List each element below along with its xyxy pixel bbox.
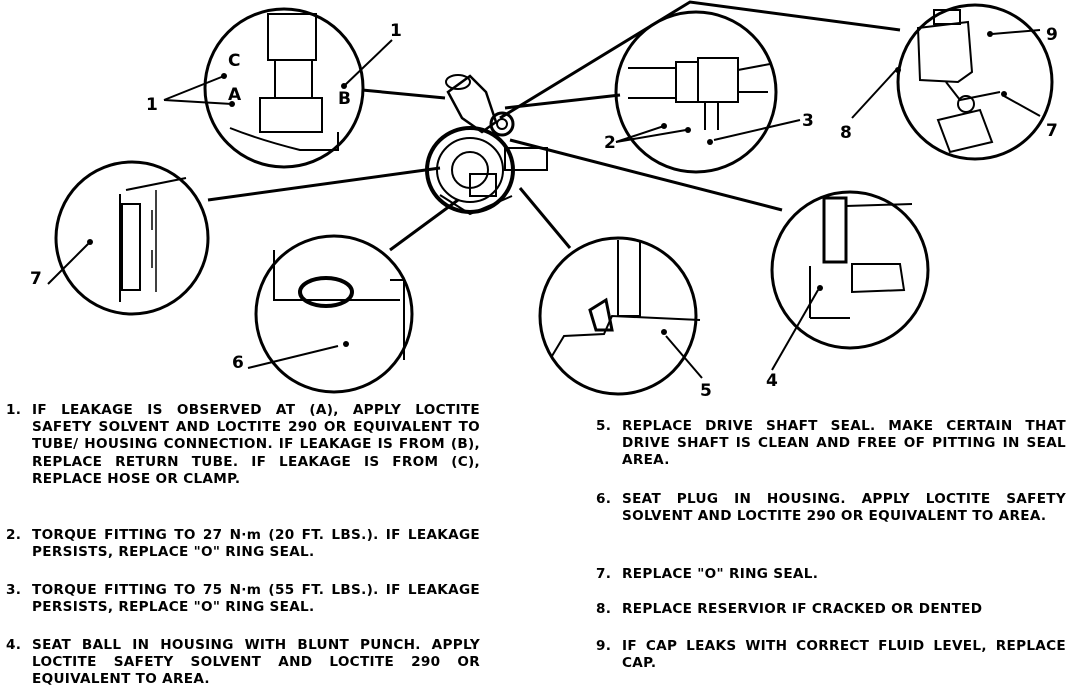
detail-circle-2-3 <box>614 10 778 174</box>
pump-body-illustration <box>425 74 548 216</box>
note-8-number: 8. <box>596 601 612 617</box>
callout-1-secondary: 1 <box>146 95 158 115</box>
callout-8: 8 <box>840 123 852 143</box>
callout-2: 2 <box>604 133 616 153</box>
note-6-number: 6. <box>596 491 612 507</box>
callout-a: A <box>228 85 242 105</box>
callout-b: B <box>338 89 351 109</box>
note-3-number: 3. <box>6 582 22 598</box>
detail-circle-6 <box>254 234 414 394</box>
note-1-text: IF LEAKAGE IS OBSERVED AT (A), APPLY LOC… <box>32 402 480 487</box>
note-5-number: 5. <box>596 418 612 434</box>
note-7-number: 7. <box>596 566 612 582</box>
note-9-number: 9. <box>596 638 612 654</box>
note-1-number: 1. <box>6 402 22 418</box>
note-9-text: IF CAP LEAKS WITH CORRECT FLUID LEVEL, R… <box>622 638 1066 672</box>
callout-7-right: 7 <box>1046 121 1058 141</box>
callout-6: 6 <box>232 353 244 373</box>
callout-1: 1 <box>390 21 402 41</box>
note-2-number: 2. <box>6 527 22 543</box>
note-6-text: SEAT PLUG IN HOUSING. APPLY LOCTITE SAFE… <box>622 491 1066 525</box>
callout-c: C <box>228 51 240 71</box>
callout-4: 4 <box>766 371 778 391</box>
callout-leaders <box>47 29 1041 379</box>
note-4-text: SEAT BALL IN HOUSING WITH BLUNT PUNCH. A… <box>32 637 480 688</box>
callout-9: 9 <box>1046 25 1058 45</box>
detail-circle-8-9 <box>896 3 1054 161</box>
callout-7-left: 7 <box>30 269 42 289</box>
detail-circle-5 <box>538 236 701 396</box>
note-7-text: REPLACE "O" RING SEAL. <box>622 566 819 582</box>
callout-5: 5 <box>700 381 712 400</box>
note-4-number: 4. <box>6 637 22 653</box>
note-8-text: REPLACE RESERVIOR IF CRACKED OR DENTED <box>622 601 983 617</box>
leader-lines <box>207 0 901 252</box>
note-3-text: TORQUE FITTING TO 75 N·m (55 FT. LBS.). … <box>32 582 480 616</box>
note-2-text: TORQUE FITTING TO 27 N·m (20 FT. LBS.). … <box>32 527 480 561</box>
detail-circle-7 <box>54 160 210 316</box>
leak-point-dots <box>87 31 1007 347</box>
callout-3: 3 <box>802 111 814 131</box>
pump-leak-diagram: 1 1 C A B 2 3 9 8 7 7 6 5 4 <box>30 0 1058 400</box>
note-5-text: REPLACE DRIVE SHAFT SEAL. MAKE CERTAIN T… <box>622 418 1066 469</box>
detail-circle-1 <box>203 7 365 169</box>
detail-circle-4 <box>770 190 930 350</box>
